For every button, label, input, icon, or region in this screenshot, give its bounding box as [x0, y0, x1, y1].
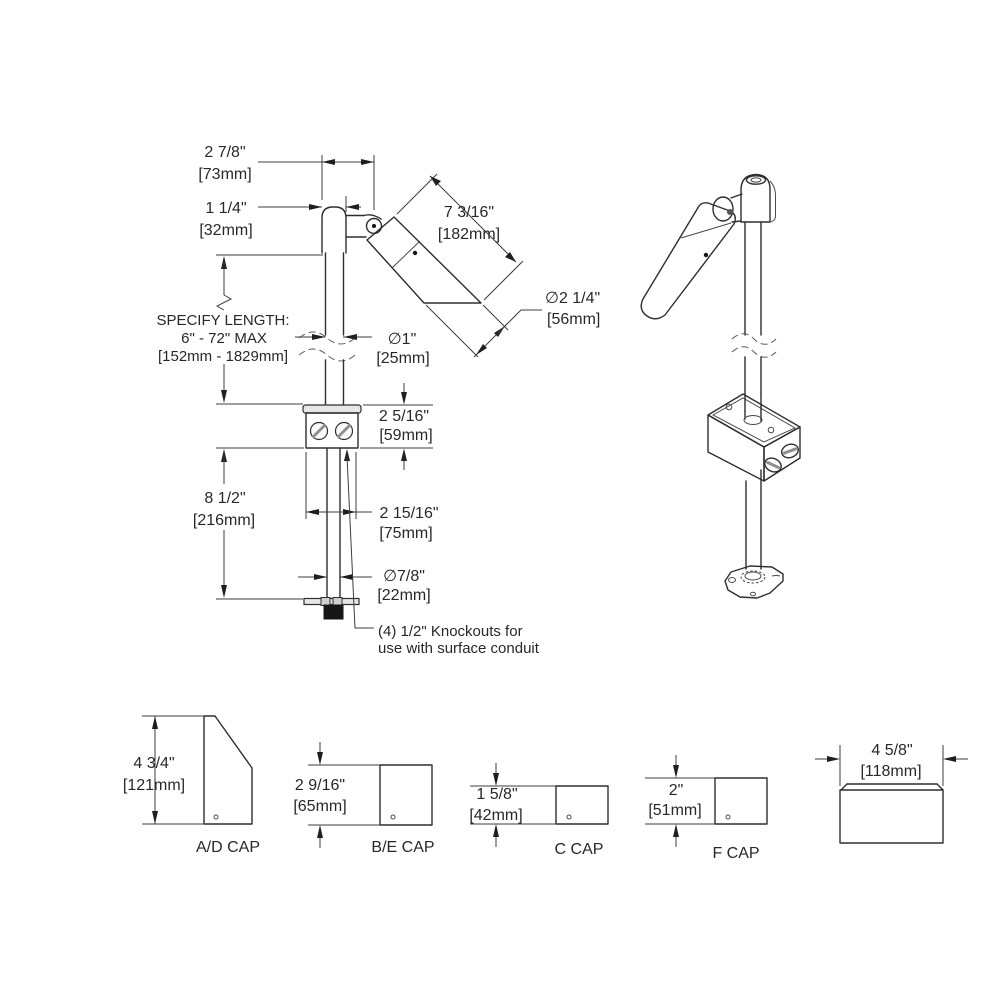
iso-head-cap: [740, 173, 777, 223]
iso-arm-knuckle: [712, 193, 743, 223]
cap-be-screw-dot: [390, 814, 396, 820]
dim-specify-length: SPECIFY LENGTH: 6" - 72" MAX [152mm - 18…: [156, 254, 323, 405]
cap-ad-shape: [203, 715, 253, 825]
iso-light-fixture: [640, 202, 737, 320]
cap-ad-screw-dot: [213, 814, 219, 820]
dim-nipple-diameter: ∅7/8" [22mm]: [298, 568, 431, 604]
cap-c-screw-dot: [566, 814, 572, 820]
iso-knockout-front: [764, 457, 782, 473]
front-view: 2 7/8" [73mm] 1 1/4" [32mm] 7 3/16" [182…: [156, 144, 600, 657]
iso-lower-pole: [745, 469, 762, 570]
cap-be-dim-mm: [65mm]: [293, 798, 346, 815]
conduit-nipple: [323, 604, 344, 620]
cap-wide-dim-mm: [118mm]: [860, 763, 921, 780]
cap-c-shape: [555, 785, 609, 825]
dim-pole-diameter-mm: [25mm]: [376, 350, 429, 367]
dim-pole-diameter-in: ∅1": [388, 331, 417, 348]
box-body: [305, 412, 359, 449]
dim-cap-width: 1 1/4" [32mm]: [199, 196, 361, 239]
dim-box-width-mm: [75mm]: [379, 525, 432, 542]
dim-lower-height-in: 8 1/2": [204, 490, 245, 507]
dim-head-diameter: ∅2 1/4" [56mm]: [425, 290, 600, 358]
cap-ad-dim-in: 4 3/4": [133, 755, 174, 772]
locknut-left: [320, 597, 331, 606]
dim-box-height-mm: [59mm]: [379, 427, 432, 444]
front-light-fixture: [366, 216, 482, 304]
cap-wide-shape: [839, 789, 944, 844]
iso-base-flange: [724, 565, 784, 599]
cap-wide: 4 5/8" [118mm]: [815, 742, 968, 844]
front-arm-pivot: [345, 214, 383, 238]
specify-length-line3: [152mm - 1829mm]: [158, 348, 288, 365]
dim-head-length: 7 3/16" [182mm]: [396, 173, 524, 301]
iso-lid-screw-right: [767, 426, 775, 434]
fixture-seam: [391, 240, 421, 269]
cap-be-shape: [379, 764, 433, 826]
iso-lid-screw-left: [725, 403, 733, 411]
dim-nipple-diameter-mm: [22mm]: [377, 587, 430, 604]
front-lower-pipe: [326, 447, 341, 600]
cap-f-label: F CAP: [712, 845, 759, 862]
specify-length-line2: 6" - 72" MAX: [181, 330, 267, 347]
dim-pole-diameter: ∅1" [25mm]: [295, 331, 430, 367]
cap-f-dim-mm: [51mm]: [648, 802, 701, 819]
iso-base-hole-bottom: [750, 591, 756, 597]
dim-head-diameter-mm: [56mm]: [547, 311, 600, 328]
dim-box-height-in: 2 5/16": [379, 408, 429, 425]
dim-head-length-in: 7 3/16": [444, 204, 494, 221]
locknut-right: [332, 597, 343, 606]
cap-ad-label: A/D CAP: [196, 839, 260, 856]
cap-ad: 4 3/4" [121mm] A/D CAP: [123, 715, 260, 856]
cap-c-dim-in: 1 5/8": [476, 786, 517, 803]
cap-c: 1 5/8" [42mm] C CAP: [469, 763, 609, 858]
fixture-screw-dot: [412, 250, 418, 256]
knockout-note-line2: use with surface conduit: [378, 640, 540, 657]
iso-junction-box: [707, 393, 801, 482]
iso-base-slot-right: [771, 575, 781, 577]
dim-top-width-mm: [73mm]: [198, 166, 251, 183]
iso-base-hole-left: [728, 577, 736, 583]
dim-top-width: 2 7/8" [73mm]: [198, 144, 375, 210]
front-pole: [298, 252, 356, 406]
iso-pivot-screw: [727, 209, 733, 215]
cap-f-shape: [714, 777, 768, 825]
dim-lower-height-mm: [216mm]: [193, 512, 255, 529]
cap-f-dim-in: 2": [669, 782, 684, 799]
dim-top-width-in: 2 7/8": [204, 144, 245, 161]
pivot-center-dot: [371, 223, 377, 229]
cap-wide-dim-in: 4 5/8": [871, 742, 912, 759]
dim-head-length-mm: [182mm]: [438, 226, 500, 243]
dim-cap-width-in: 1 1/4": [205, 200, 246, 217]
dim-box-height: 2 5/16" [59mm]: [360, 383, 433, 470]
cap-be-label: B/E CAP: [371, 839, 434, 856]
pole-break-line-bottom: [298, 348, 356, 362]
dim-nipple-diameter-in: ∅7/8": [383, 568, 425, 585]
iso-view: [640, 173, 801, 599]
iso-pole: [731, 221, 777, 395]
cap-c-dim-mm: [42mm]: [469, 807, 522, 824]
front-head-cap: [321, 206, 347, 254]
caps-row: 4 3/4" [121mm] A/D CAP 2 9/16" [65mm] B/…: [123, 715, 968, 862]
dim-lower-height: 8 1/2" [216mm]: [193, 447, 304, 600]
cap-f: 2" [51mm] F CAP: [645, 755, 768, 862]
base-flange: [303, 597, 360, 606]
front-junction-box: [302, 404, 362, 449]
box-lid: [302, 404, 362, 414]
specify-length-line1: SPECIFY LENGTH:: [156, 312, 289, 329]
iso-knockout-right: [781, 443, 799, 459]
dim-cap-width-mm: [32mm]: [199, 222, 252, 239]
knockout-note-line1: (4) 1/2" Knockouts for: [378, 623, 523, 640]
cap-be: 2 9/16" [65mm] B/E CAP: [293, 742, 435, 856]
cap-c-label: C CAP: [555, 841, 604, 858]
pole-break-line-top: [298, 331, 356, 345]
knockout-note: (4) 1/2" Knockouts for use with surface …: [344, 449, 540, 657]
cap-ad-dim-mm: [121mm]: [123, 777, 185, 794]
dim-box-width: 2 15/16" [75mm]: [305, 452, 439, 542]
cap-be-dim-in: 2 9/16": [295, 777, 345, 794]
cap-f-screw-dot: [725, 814, 731, 820]
dim-box-width-in: 2 15/16": [379, 505, 438, 522]
front-base: [303, 597, 360, 620]
dim-head-diameter-in: ∅2 1/4": [545, 290, 600, 307]
